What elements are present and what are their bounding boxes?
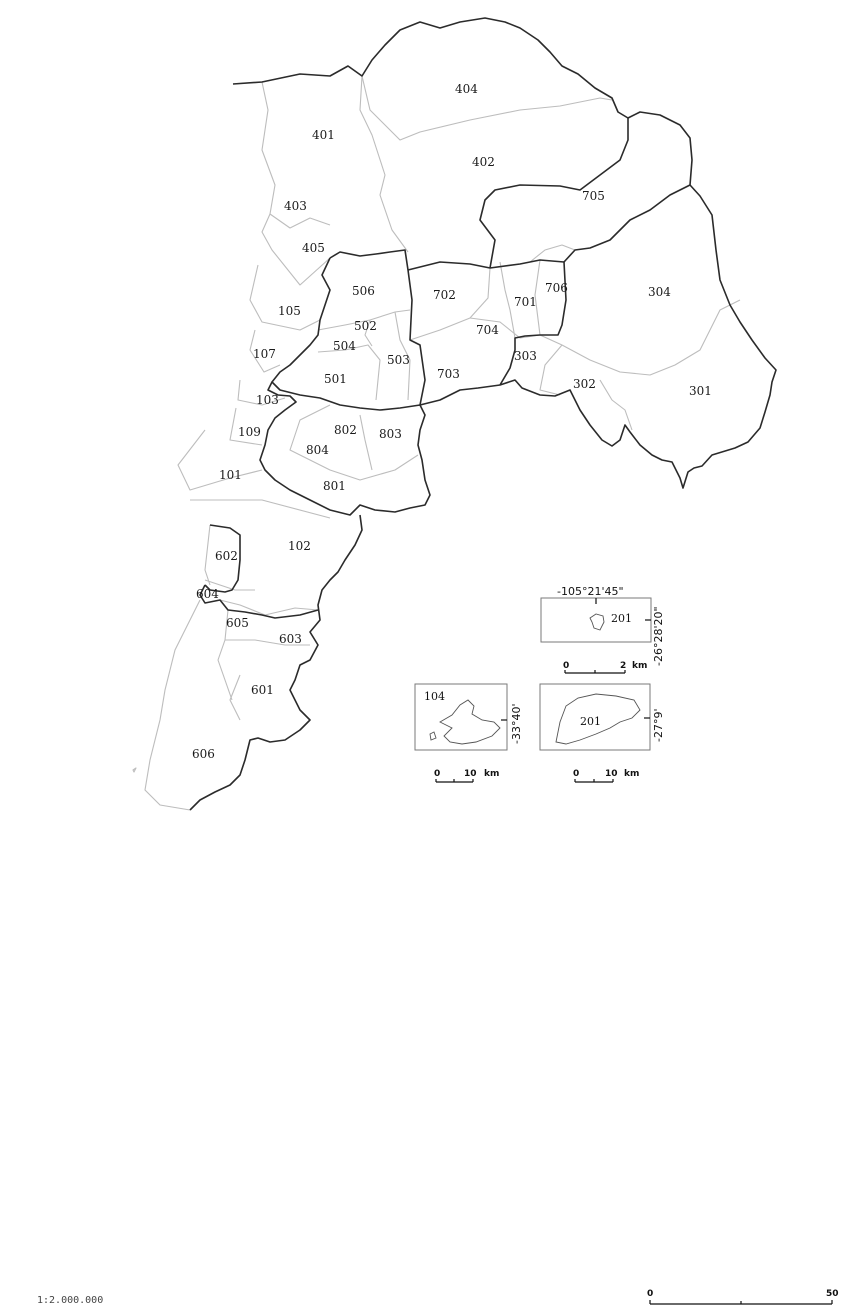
region-label-803: 803 [379,427,402,441]
region-label-602: 602 [215,549,238,563]
region-label-302: 302 [573,377,596,391]
inset-top-island-shape [589,613,605,631]
inset-left: 104 -33°40' 0 10 km [414,683,523,783]
map-scale-ratio: 1:2.000.000 [37,1295,103,1306]
region-label-605: 605 [226,616,249,630]
region-label-705: 705 [582,189,605,203]
region-label-702: 702 [433,288,456,302]
region-label-503: 503 [387,353,410,367]
region-label-107: 107 [253,347,276,361]
region-label-502: 502 [354,319,377,333]
inset-right-latitude: -27°9' [652,709,665,743]
region-label-304: 304 [648,285,671,299]
inset-top-longitude: -105°21'45" [557,585,624,598]
region-label-804: 804 [306,443,329,457]
region-label-101: 101 [219,468,242,482]
region-label-301: 301 [689,384,712,398]
inset-left-latitude: -33°40' [510,704,523,745]
major-boundaries [189,17,777,811]
region-label-704: 704 [476,323,499,337]
region-labels: 404 401 402 705 403 405 506 702 701 706 … [192,82,712,761]
region-label-401: 401 [312,128,335,142]
inset-right-scale-unit: km [624,769,639,779]
region-label-405: 405 [302,241,325,255]
region-label-801: 801 [323,479,346,493]
footer: 1:2.000.000 0 50 [37,1289,839,1306]
region-label-706: 706 [545,281,568,295]
footer-scale-zero: 0 [647,1289,653,1299]
region-label-504: 504 [333,339,356,353]
region-label-103: 103 [256,393,279,407]
region-label-606: 606 [192,747,215,761]
region-label-604: 604 [196,587,219,601]
inset-left-label: 104 [424,690,445,703]
inset-top-frame [540,597,652,643]
region-label-802: 802 [334,423,357,437]
region-label-506: 506 [352,284,375,298]
minor-boundaries [132,65,741,811]
inset-right-scale-zero: 0 [573,769,579,779]
region-label-703: 703 [437,367,460,381]
inset-right-frame [539,683,651,751]
inset-left-scale-max: 10 [464,769,477,779]
region-label-402: 402 [472,155,495,169]
inset-left-scale-unit: km [484,769,499,779]
footer-scale-max: 50 [826,1289,839,1299]
region-label-102: 102 [288,539,311,553]
inset-top-latitude: -26°28'20" [652,606,665,666]
inset-left-islet-shape [429,731,437,741]
inset-top-label: 201 [611,612,632,625]
inset-right-scale-max: 10 [605,769,618,779]
inset-top: -105°21'45" -26°28'20" 201 0 2 km [540,585,665,674]
inset-right-island-shape [555,693,641,745]
region-label-109: 109 [238,425,261,439]
inset-right-label: 201 [580,715,601,728]
inset-top-scale-max: 2 [620,661,626,671]
inset-left-frame [414,683,508,751]
region-label-404: 404 [455,82,478,96]
region-label-303: 303 [514,349,537,363]
inset-top-scale-unit: km [632,661,647,671]
region-label-501: 501 [324,372,347,386]
region-label-603: 603 [279,632,302,646]
region-label-105: 105 [278,304,301,318]
region-label-403: 403 [284,199,307,213]
region-label-601: 601 [251,683,274,697]
inset-left-scale-zero: 0 [434,769,440,779]
inset-right: 201 -27°9' 0 10 km [539,683,665,783]
inset-top-scale-zero: 0 [563,661,569,671]
region-label-701: 701 [514,295,537,309]
inset-left-island-shape [439,699,501,745]
